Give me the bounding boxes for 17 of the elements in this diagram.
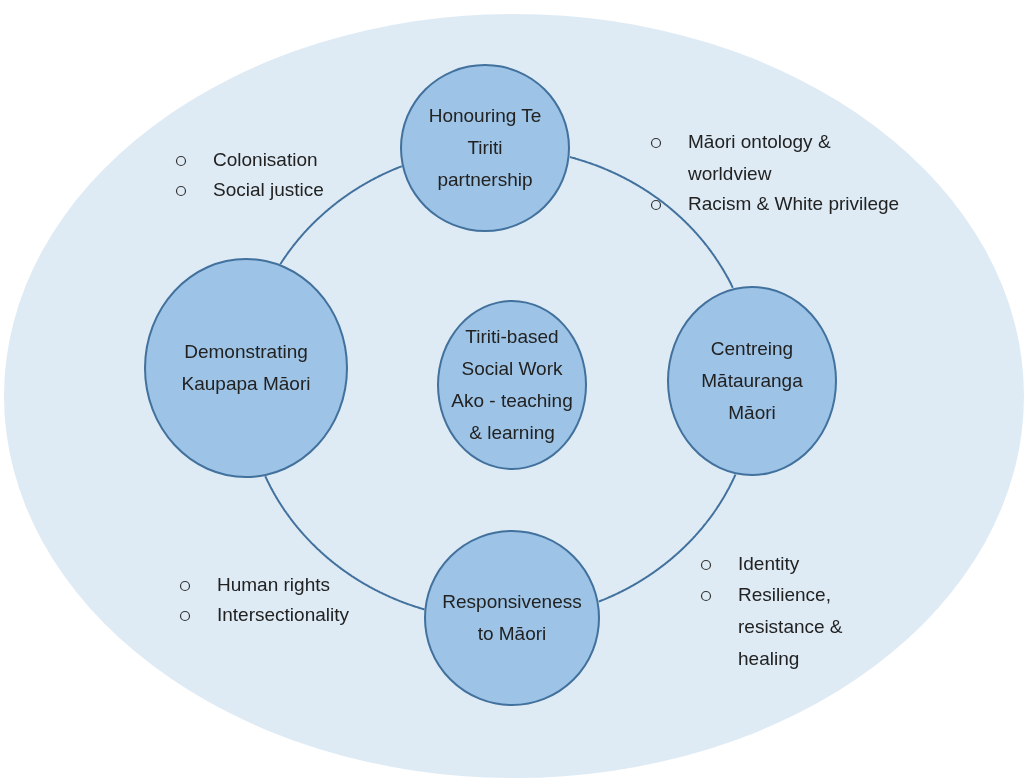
ring-connector: [597, 473, 737, 603]
bullet-text: Human rights: [217, 573, 331, 597]
bullet-text: Intersectionality: [217, 603, 350, 627]
bullet-text: Social justice: [213, 178, 325, 202]
bullet-text: Racism & White privilege: [688, 192, 901, 216]
ring-connector: [569, 156, 734, 289]
bullet-text: Identity: [738, 552, 801, 576]
node-text: Responsiveness to Māori: [441, 590, 583, 646]
node-text: Honouring Te Tiriti partnership: [427, 104, 543, 192]
bullet-text: Resilience, resistance & healing: [738, 583, 844, 671]
ring-connector: [279, 165, 403, 266]
node-text: Demonstrating Kaupapa Māori: [180, 340, 312, 396]
node-text: Centreing Mātauranga Māori: [700, 337, 804, 425]
bullet-text: Māori ontology & worldview: [688, 130, 832, 186]
bullet-text: Colonisation: [213, 148, 319, 172]
ring-connector: [264, 475, 426, 611]
node-text: Tiriti-based Social Work Ako - teaching & learning: [450, 325, 574, 445]
